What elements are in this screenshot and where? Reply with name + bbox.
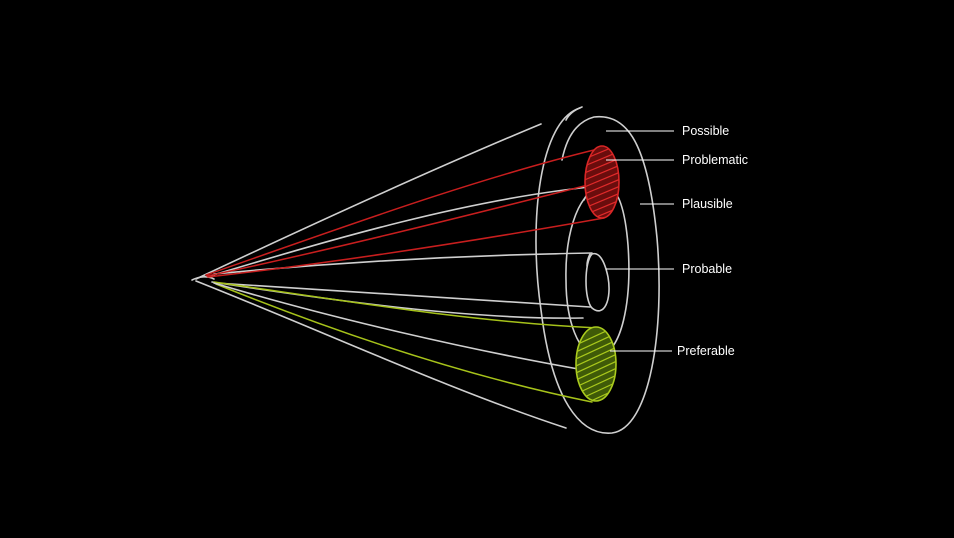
- preferable-cone-lines: [213, 281, 599, 403]
- probable-ellipse: [585, 252, 610, 312]
- label-problematic: Problematic: [682, 153, 748, 167]
- label-possible: Possible: [682, 124, 729, 138]
- label-plausible: Plausible: [682, 197, 733, 211]
- problematic-cone-lines: [205, 148, 605, 278]
- preferable-region: [575, 326, 617, 402]
- problematic-region: [584, 145, 620, 219]
- label-preferable: Preferable: [677, 344, 735, 358]
- label-probable: Probable: [682, 262, 732, 276]
- possible-ellipse: [535, 106, 660, 434]
- possible-cone-edges: [191, 123, 567, 429]
- leader-lines: [606, 130, 674, 352]
